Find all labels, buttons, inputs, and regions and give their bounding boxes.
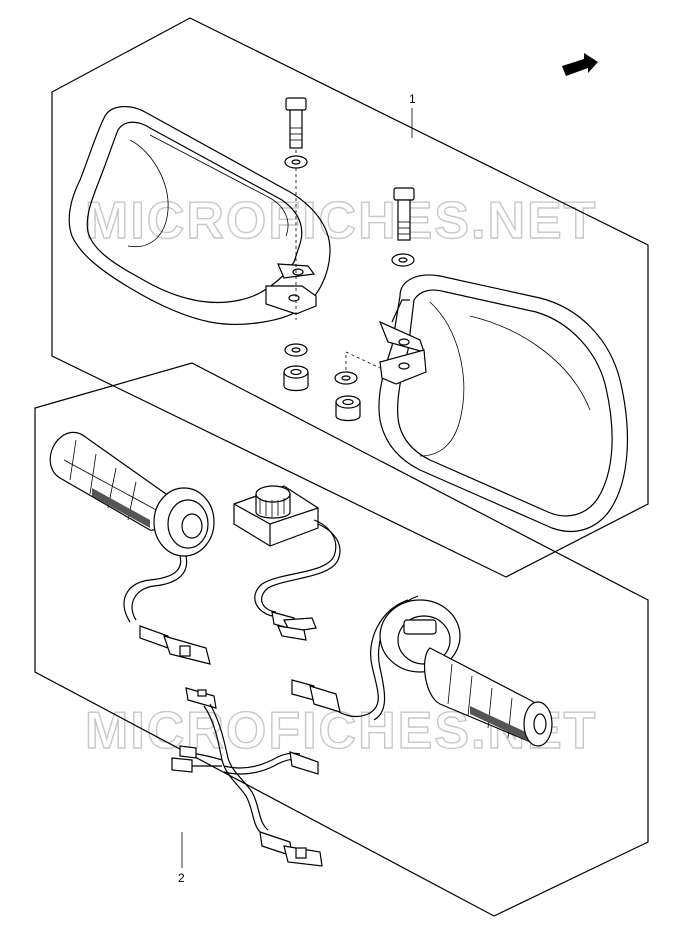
watermark-upper: MICROFICHES.NET (85, 192, 597, 250)
bolt-left (285, 97, 307, 320)
heated-grip-left (49, 431, 215, 623)
part-group-1-outline (51, 17, 649, 578)
fwd-arrow-icon: FWD (562, 53, 598, 76)
part-group-heated-grips: 2 (34, 362, 649, 917)
washer-right-upper (391, 253, 415, 267)
washer-right-lower (334, 371, 358, 385)
connector-controller (271, 611, 317, 641)
right-hand-guard (378, 274, 629, 532)
washer-left-upper (284, 155, 308, 169)
part-group-hand-guards: 1 (51, 17, 649, 578)
wiring-harness (171, 687, 323, 867)
callout-1: 1 (409, 92, 416, 106)
connector-right-grip (291, 679, 341, 713)
heater-controller (233, 485, 341, 617)
washer-left-lower (284, 343, 308, 357)
nut-right (335, 395, 361, 422)
part-group-2-outline (34, 362, 649, 917)
fwd-label: FWD (565, 64, 582, 76)
bolt-right (393, 187, 415, 241)
heated-grip-right (333, 595, 553, 747)
nut-left (283, 365, 309, 392)
callout-2: 2 (178, 871, 185, 885)
connector-left-grip (139, 625, 211, 665)
